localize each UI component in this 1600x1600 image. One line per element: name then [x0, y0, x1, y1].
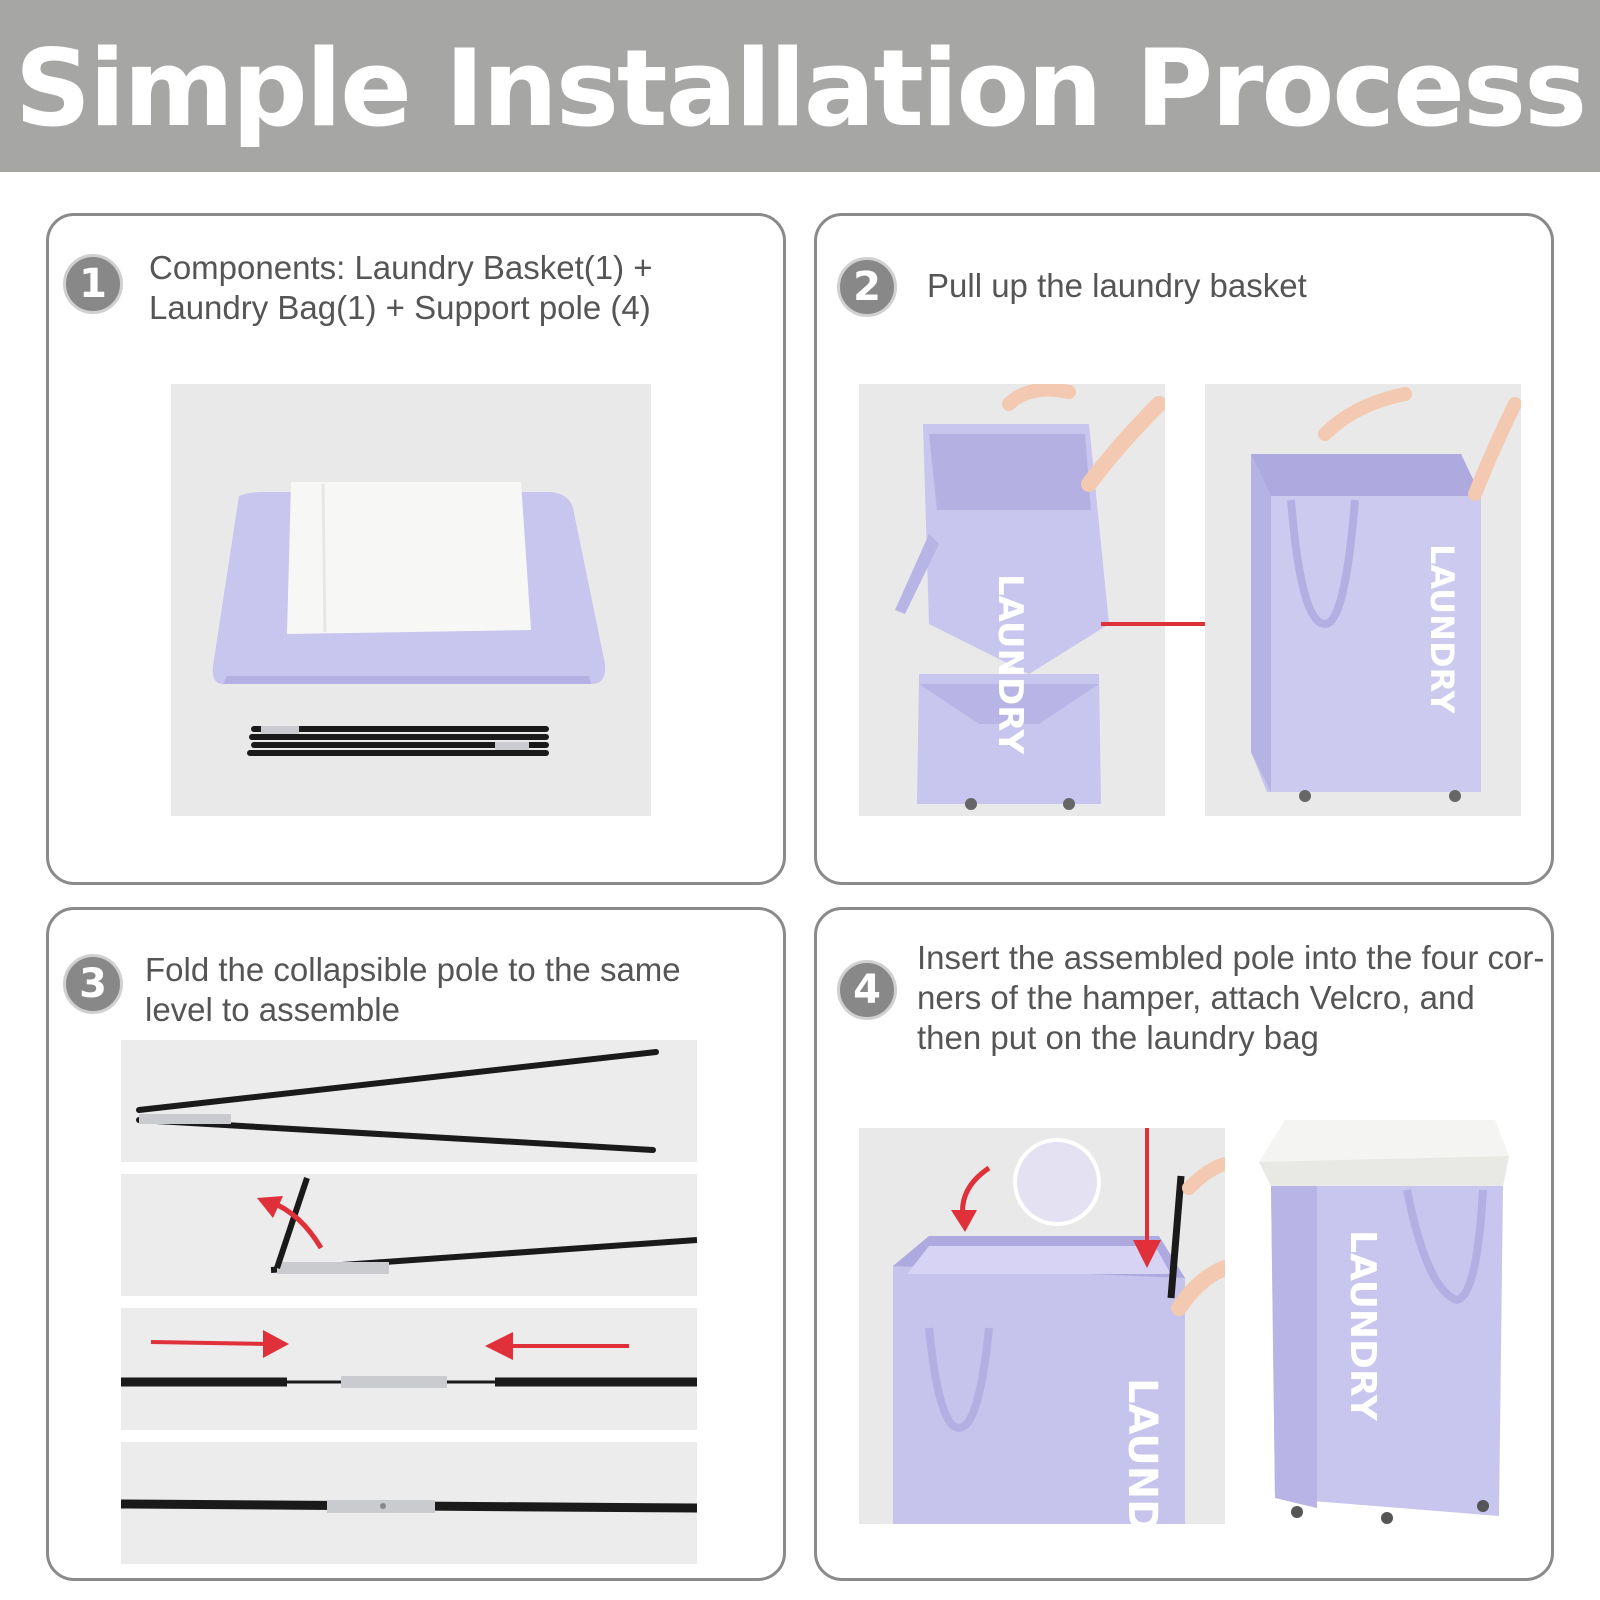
- step-3-badge: 3: [63, 954, 123, 1014]
- brand-label-insert: LAUNDRY: [1119, 1378, 1165, 1524]
- step-4-badge: 4: [837, 960, 897, 1020]
- step-1-badge: 1: [63, 254, 123, 314]
- pole-fold-photo-1: [121, 1040, 697, 1162]
- pole-assembled-photo: [121, 1442, 697, 1564]
- step-2-badge: 2: [837, 257, 897, 317]
- step-1-panel: 1 Components: Laundry Basket(1) + Laundr…: [46, 213, 786, 885]
- components-illustration: [212, 482, 606, 756]
- brand-label-finished: LAUNDRY: [1342, 1230, 1383, 1422]
- insert-pole-photo: LAUNDRY: [859, 1128, 1225, 1524]
- brand-label-expanded: LAUNDRY: [1423, 544, 1461, 714]
- brand-label-collapsed: LAUNDRY: [990, 574, 1030, 755]
- step-3-text: Fold the collapsible pole to the same le…: [145, 951, 681, 1028]
- step-4-text: Insert the assembled pole into the four …: [917, 939, 1545, 1056]
- step-3-panel: 3 Fold the collapsible pole to the same …: [46, 907, 786, 1581]
- pole-fold-photo-2: [121, 1174, 697, 1296]
- expanded-basket-photo: LAUNDRY: [1205, 384, 1521, 816]
- support-poles: [247, 726, 549, 756]
- step-2-panel: 2 Pull up the laundry basket LAUNDRY LAU…: [814, 213, 1554, 885]
- right-arrow-icon-2: [150, 1340, 270, 1346]
- components-photo: [171, 384, 651, 816]
- step-4-panel: 4 Insert the assembled pole into the fou…: [814, 907, 1554, 1581]
- folded-laundry-bag: [287, 482, 531, 634]
- pole-join-photo: [121, 1308, 697, 1430]
- collapsed-basket-photo: LAUNDRY: [859, 384, 1165, 816]
- page-title: Simple Installation Process: [14, 27, 1587, 150]
- step-2-text: Pull up the laundry basket: [927, 267, 1307, 304]
- step-1-text: Components: Laundry Basket(1) + Laundry …: [149, 249, 653, 326]
- finished-hamper: LAUNDRY: [1259, 1120, 1509, 1524]
- title-banner: Simple Installation Process: [0, 0, 1600, 172]
